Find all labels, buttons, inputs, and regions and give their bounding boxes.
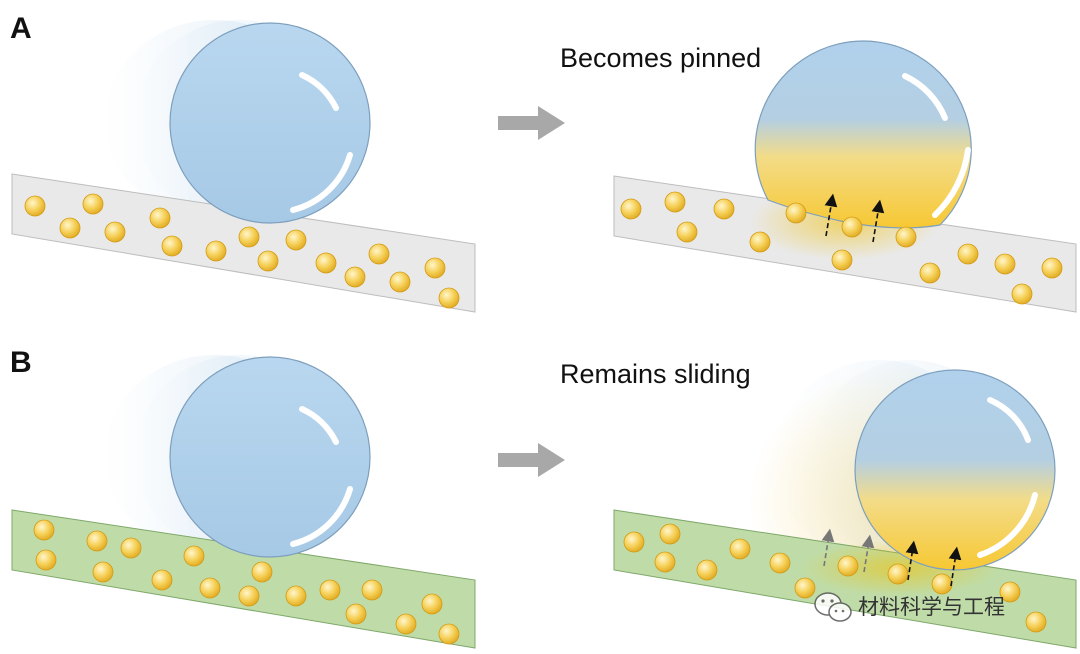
panel-label-a: A — [10, 12, 32, 45]
watermark: 材料科学与工程 — [814, 592, 1005, 622]
droplet-b-right — [854, 369, 1056, 571]
transition-arrow-a — [498, 106, 565, 140]
wechat-icon — [814, 592, 852, 622]
particles-a-left — [24, 193, 460, 309]
migration-arrows-b — [821, 528, 962, 587]
caption-b: Remains sliding — [560, 359, 751, 389]
panel-label-b: B — [10, 346, 32, 379]
particles-b-right — [623, 523, 1047, 633]
particles-b-left — [33, 519, 460, 645]
panel-a: A — [10, 12, 1077, 313]
particles-a-right — [620, 191, 1063, 305]
droplet-a-right — [754, 40, 972, 229]
droplet-a-left — [169, 22, 371, 224]
panel-b: B — [10, 346, 1077, 649]
watermark-text: 材料科学与工程 — [858, 595, 1005, 619]
caption-a: Becomes pinned — [560, 43, 761, 73]
migration-arrows-a — [824, 193, 885, 243]
droplet-b-left — [169, 356, 371, 558]
transition-arrow-b — [498, 443, 565, 477]
